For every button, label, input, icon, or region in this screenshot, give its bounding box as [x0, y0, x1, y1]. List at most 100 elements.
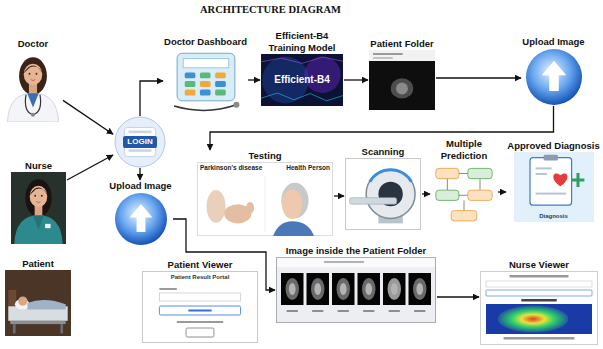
node-label: Testing — [248, 150, 281, 162]
node-picture — [525, 48, 583, 106]
illustration-part — [19, 57, 47, 94]
illustration-part — [389, 310, 400, 312]
illustration-part — [346, 159, 421, 230]
node-label: Scanning — [362, 146, 405, 158]
illustration-part — [31, 113, 35, 117]
illustration-part — [312, 310, 323, 312]
illustration-part — [233, 102, 239, 108]
node-label: Patient — [22, 258, 54, 270]
flow-arrow — [437, 296, 479, 297]
illustration — [5, 270, 71, 336]
illustration-part — [14, 215, 62, 244]
illustration-part — [373, 53, 403, 55]
illustration-part — [183, 59, 229, 68]
illustration-part — [29, 73, 31, 75]
flow-arrow — [498, 191, 506, 192]
illustration-part — [184, 90, 195, 96]
illustration-part — [30, 186, 48, 208]
flow-arrow — [210, 106, 554, 150]
illustration-part — [514, 152, 594, 222]
illustration-part — [115, 193, 167, 245]
illustration-part — [350, 198, 397, 204]
node-picture: Diagnosis — [514, 152, 594, 222]
actor-doctor: Doctor — [3, 38, 63, 122]
illustration-part — [282, 189, 302, 219]
illustration-part — [25, 95, 40, 115]
flow-arrow — [422, 193, 430, 194]
illustration-part — [311, 278, 325, 300]
illustration-part — [18, 296, 27, 305]
illustration — [525, 48, 583, 106]
flow-arrow — [436, 77, 521, 78]
upload-circle: Upload Image — [108, 180, 173, 246]
illustration-part — [34, 195, 36, 197]
illustration — [11, 172, 66, 244]
illustration-part — [396, 82, 408, 94]
illustration-part — [27, 93, 39, 107]
illustration-part — [129, 204, 152, 232]
illustration-part — [36, 202, 40, 203]
illustration-part — [383, 273, 406, 305]
illustration-part — [4, 50, 62, 122]
illustration-part — [188, 310, 211, 312]
illustration-part — [41, 195, 43, 197]
patient-viewer: Patient ViewerPatient Result Portal — [141, 259, 259, 343]
illustration-part — [60, 324, 63, 333]
model-step: Efficient-B4 Training ModelEfficient-B4 — [260, 30, 344, 106]
illustration — [197, 162, 333, 236]
node-picture — [168, 48, 244, 114]
illustration-part — [215, 90, 226, 96]
illustration-part — [530, 158, 572, 206]
illustration-part — [261, 57, 343, 63]
image-folder: Image inside the Patient Folder — [275, 245, 437, 323]
illustration-part — [23, 65, 43, 73]
illustration-part — [177, 53, 235, 101]
illustration-part — [177, 321, 223, 323]
illustration-part — [207, 190, 226, 223]
illustration-part — [504, 337, 575, 340]
illustration-part — [571, 173, 584, 187]
illustration-part — [363, 310, 374, 312]
illustration — [4, 50, 62, 122]
prediction-step: Multiple Prediction — [430, 138, 498, 226]
illustration-part — [24, 64, 43, 86]
node-picture — [4, 50, 62, 122]
node-label: Image inside the Patient Folder — [286, 245, 426, 257]
flow-arrow — [67, 155, 113, 180]
picture-caption: Efficient-B4 — [274, 74, 330, 86]
node-label: Patient Folder — [370, 38, 433, 50]
illustration — [480, 271, 598, 345]
node-label: Multiple Prediction — [431, 138, 497, 162]
illustration-part — [31, 80, 36, 81]
illustration-part — [481, 272, 598, 345]
illustration-part — [215, 72, 226, 78]
node-picture — [432, 162, 496, 226]
illustration-part — [246, 202, 254, 214]
illustration-part — [314, 283, 321, 295]
illustration-part — [10, 321, 65, 324]
illustration-part — [159, 306, 240, 315]
illustration-part — [337, 278, 351, 300]
testing-step: TestingParkinson's diseaseHealth Person — [196, 150, 334, 236]
nurse-viewer: Nurse Viewer — [479, 259, 599, 345]
illustration-part — [29, 187, 48, 195]
illustration-part — [5, 270, 71, 336]
illustration-part — [36, 73, 38, 75]
illustration-part — [129, 131, 152, 134]
node-label: Nurse — [25, 160, 52, 172]
illustration-part — [414, 310, 425, 312]
illustration-part — [286, 278, 300, 300]
illustration-part — [273, 221, 314, 236]
picture-caption: LOGIN — [123, 136, 156, 147]
illustration-part — [199, 81, 210, 87]
illustration-part — [186, 328, 214, 337]
illustration-part — [129, 149, 152, 152]
node-label: Upload Image — [522, 36, 584, 48]
picture-caption: Patient Result Portal — [171, 274, 230, 281]
illustration-part — [277, 258, 436, 323]
diagnosis-step: Approved DiagnosisDiagnosis — [506, 140, 601, 222]
illustration-part — [535, 193, 565, 195]
illustration-part — [535, 173, 546, 175]
illustration-part — [159, 288, 176, 290]
